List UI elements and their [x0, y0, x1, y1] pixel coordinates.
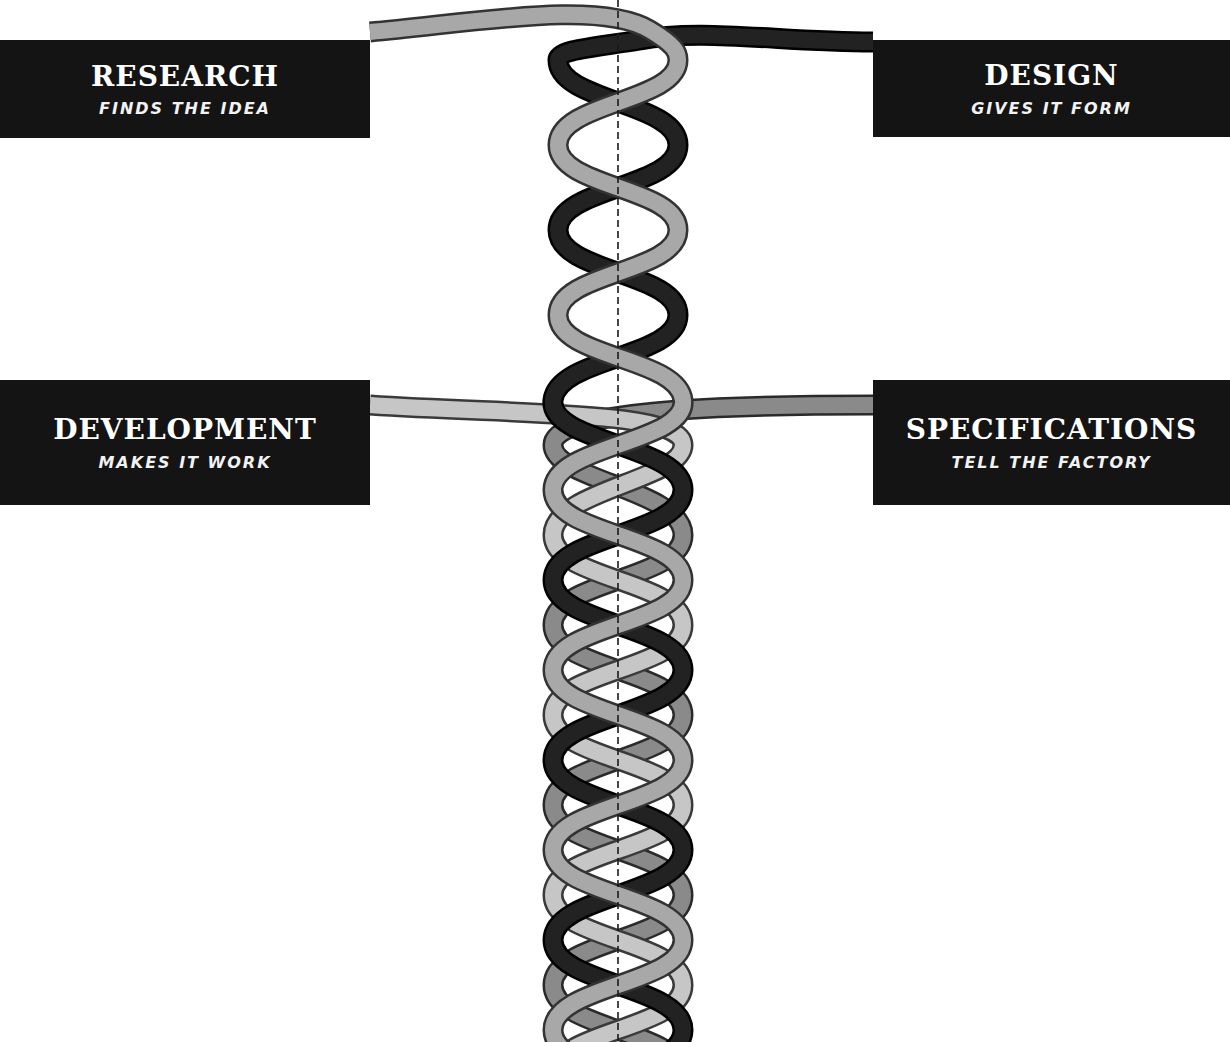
box-heading: DEVELOPMENT — [53, 413, 317, 447]
specifications-box: SPECIFICATIONS TELL THE FACTORY — [873, 380, 1230, 505]
box-subheading: TELL THE FACTORY — [951, 453, 1151, 472]
research-box: RESEARCH FINDS THE IDEA — [0, 40, 370, 138]
box-subheading: GIVES IT FORM — [971, 99, 1132, 118]
dashed-center-line — [617, 0, 619, 1042]
box-subheading: MAKES IT WORK — [98, 453, 271, 472]
box-heading: RESEARCH — [91, 60, 279, 94]
design-box: DESIGN GIVES IT FORM — [873, 40, 1230, 137]
research-rope — [370, 15, 683, 1042]
box-subheading: FINDS THE IDEA — [99, 99, 271, 118]
development-box: DEVELOPMENT MAKES IT WORK — [0, 380, 370, 505]
box-heading: SPECIFICATIONS — [906, 413, 1198, 447]
box-heading: DESIGN — [984, 59, 1118, 93]
rope-outline — [370, 15, 683, 1042]
